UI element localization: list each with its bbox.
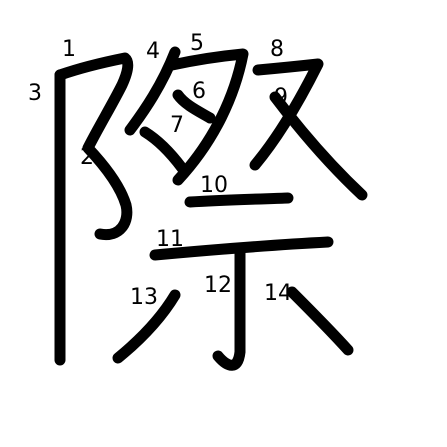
stroke-number-8: 8 [270,37,284,62]
stroke-number-4: 4 [146,39,160,64]
stroke-number-14: 14 [264,281,292,306]
stroke-number-7: 7 [170,113,184,138]
stroke-number-6: 6 [192,79,206,104]
stroke-12 [212,244,246,371]
stroke-number-11: 11 [156,227,184,252]
stroke-number-9: 9 [274,85,288,110]
stroke-13 [112,289,181,364]
stroke-number-2: 2 [80,145,94,170]
character-strokes [54,46,368,371]
stroke-1 [54,52,134,241]
stroke-number-1: 1 [62,37,76,62]
stroke-number-5: 5 [190,31,204,56]
stroke-number-10: 10 [200,173,228,198]
stroke-number-3: 3 [28,81,42,106]
stroke-number-12: 12 [204,273,232,298]
stroke-9 [269,91,368,201]
stroke-8 [249,58,324,171]
stroke-6 [172,89,216,124]
stroke-14 [286,286,354,356]
stroke-4-5 [124,46,249,186]
stroke-number-13: 13 [130,285,158,310]
stroke-7 [139,126,188,174]
stroke-10 [184,192,294,208]
